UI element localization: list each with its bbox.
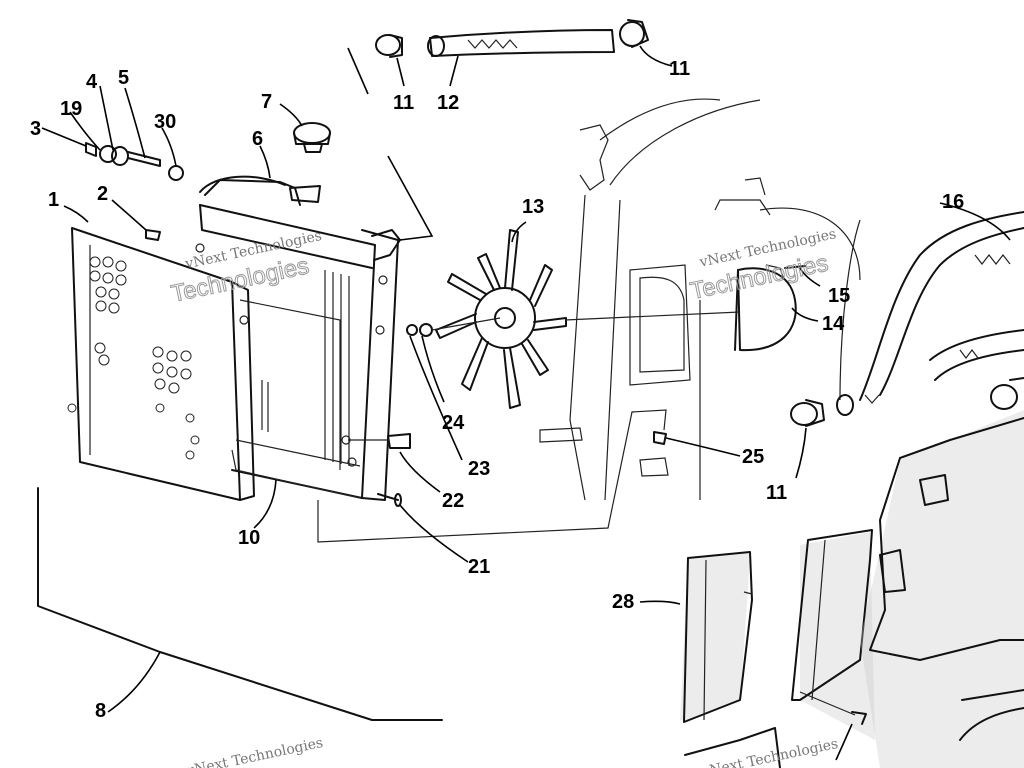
radiator-cap [293, 122, 331, 153]
fan [435, 229, 567, 409]
label-5: 5 [118, 67, 129, 89]
label-11-top-left: 11 [393, 92, 414, 114]
overflow-tube [199, 175, 286, 193]
label-7: 7 [261, 91, 272, 113]
label-13: 13 [522, 196, 544, 218]
watermark-3: vNext Technologies [184, 735, 324, 768]
upper-hose [375, 19, 649, 58]
label-11-top-right: 11 [669, 58, 690, 80]
label-19: 19 [60, 98, 82, 120]
bolt-25 [653, 431, 667, 445]
label-4: 4 [86, 71, 98, 93]
callout-labels: 1 2 3 4 5 6 7 8 10 11 11 11 12 13 14 15 … [30, 58, 964, 722]
screw-21 [377, 493, 402, 507]
label-23: 23 [468, 458, 490, 480]
label-16: 16 [942, 191, 964, 213]
label-22: 22 [442, 490, 464, 512]
clip [145, 229, 161, 241]
watermark-4: vNext Technologies [699, 736, 839, 768]
grille-panel [67, 227, 255, 501]
label-10: 10 [238, 527, 260, 549]
label-14: 14 [822, 313, 845, 335]
label-30: 30 [154, 111, 176, 133]
label-25: 25 [742, 446, 764, 468]
svg-text:vNext Technologies: vNext Technologies [184, 735, 324, 768]
bracket-22 [348, 433, 411, 449]
radiator-core [195, 179, 401, 501]
svg-text:vNext Technologies: vNext Technologies [699, 736, 839, 768]
label-2: 2 [97, 183, 108, 205]
label-24: 24 [442, 412, 465, 434]
label-21: 21 [468, 556, 490, 578]
base-outline [37, 409, 667, 721]
fan-bolts [406, 317, 501, 337]
label-6: 6 [252, 128, 263, 150]
label-8: 8 [95, 700, 106, 722]
fan-shroud [564, 264, 806, 352]
drain-assembly [85, 142, 184, 181]
label-3: 3 [30, 118, 41, 140]
label-15: 15 [828, 285, 850, 307]
leader-lines [41, 45, 1011, 761]
label-11-lower: 11 [766, 482, 787, 504]
side-panels [680, 410, 1024, 768]
frame-outline [539, 98, 861, 501]
label-1: 1 [48, 189, 59, 211]
label-28: 28 [612, 591, 634, 613]
label-12: 12 [437, 92, 459, 114]
watermark-2: vNext Technologies Technologies [687, 226, 837, 305]
